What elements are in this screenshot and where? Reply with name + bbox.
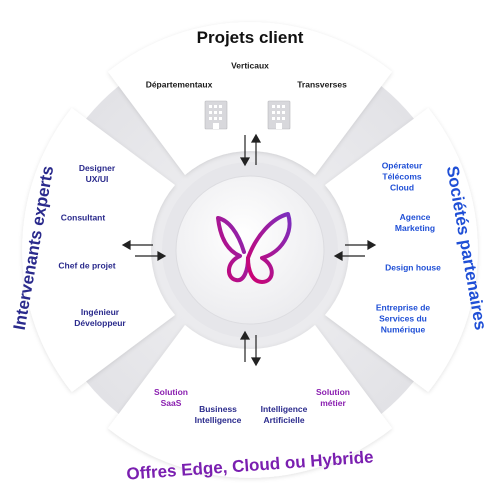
segment-right (325, 108, 478, 392)
butterfly-logo-icon (216, 212, 292, 284)
item-verticaux: Verticaux (231, 60, 269, 71)
item-consultant: Consultant (60, 212, 106, 223)
item-chef-de-projet: Chef de projet (58, 260, 116, 271)
segment-top (108, 22, 392, 175)
item-operateur-telecoms-cloud: Opérateur Télécoms Cloud (381, 160, 423, 193)
item-intelligence-artificielle: Intelligence Artificielle (260, 403, 308, 425)
item-business-intelligence: Business Intelligence (194, 403, 242, 425)
arrow-bottom-icon (239, 330, 262, 367)
segment-left (22, 108, 175, 392)
segment-bottom (108, 325, 392, 478)
item-departementaux: Départementaux (145, 79, 213, 90)
item-transverses: Transverses (297, 79, 347, 90)
item-ingenieur-developpeur: Ingénieur Développeur (74, 306, 126, 328)
item-design-house: Design house (385, 262, 441, 273)
arrows (121, 133, 377, 367)
arrow-top-icon (239, 133, 262, 167)
item-agence-marketing: Agence Marketing (394, 211, 436, 233)
item-entreprise-services-numerique: Entreprise de Services du Numérique (375, 302, 431, 335)
item-solution-metier: Solution métier (316, 386, 350, 408)
item-solution-saas: Solution SaaS (154, 386, 188, 408)
arrow-right-icon (333, 239, 377, 262)
building-icon-left (204, 100, 228, 130)
arrow-left-icon (121, 239, 167, 262)
building-icon-right (267, 100, 291, 130)
title-projets-client: Projets client (196, 28, 304, 47)
item-designer-ux-ui: Designer UX/UI (78, 162, 116, 184)
